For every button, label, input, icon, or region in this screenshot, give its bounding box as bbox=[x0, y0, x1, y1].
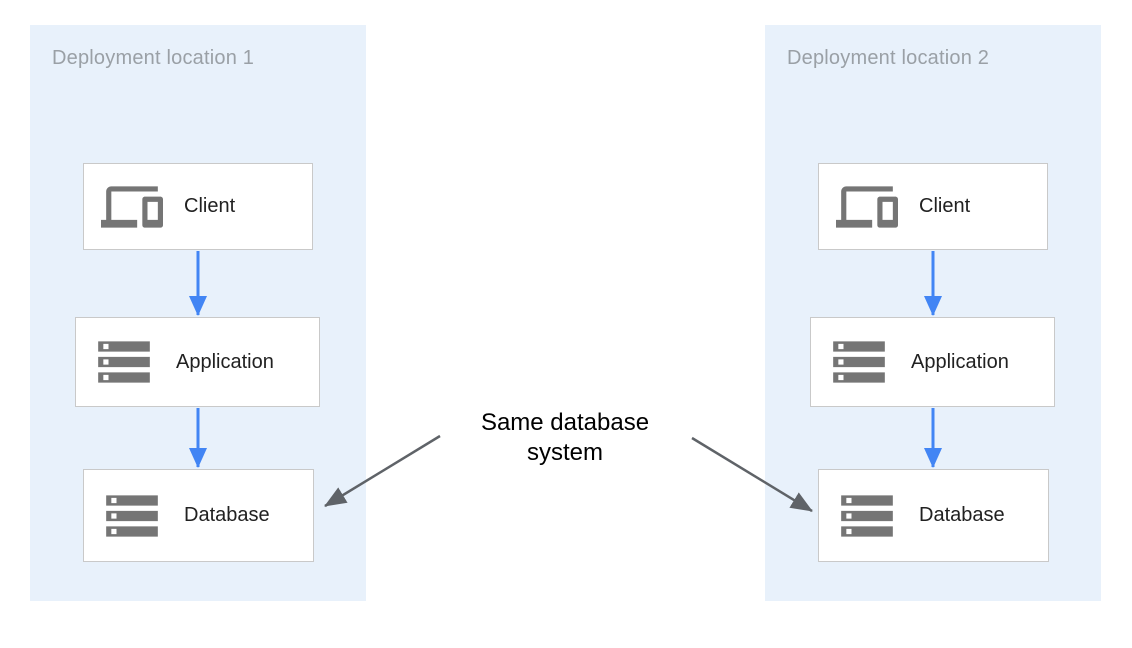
node-database: Database bbox=[83, 469, 314, 562]
node-label: Application bbox=[911, 350, 1009, 373]
storage-icon bbox=[836, 485, 898, 547]
node-label: Application bbox=[176, 350, 274, 373]
devices-icon bbox=[836, 176, 898, 238]
annotation-same-database-system: Same database system bbox=[480, 409, 650, 466]
node-client: Client bbox=[83, 163, 313, 250]
node-database: Database bbox=[818, 469, 1049, 562]
node-client: Client bbox=[818, 163, 1048, 250]
panel-title: Deployment location 1 bbox=[52, 47, 255, 69]
panel-title: Deployment location 2 bbox=[787, 47, 990, 69]
node-label: Database bbox=[184, 504, 270, 526]
node-label: Client bbox=[919, 195, 971, 217]
panel-deployment-location-2: Deployment location 2 Client Application… bbox=[765, 25, 1101, 601]
storage-icon bbox=[101, 485, 163, 547]
node-label: Client bbox=[184, 195, 236, 217]
node-application: Application bbox=[810, 317, 1055, 407]
devices-icon bbox=[101, 176, 163, 238]
storage-icon bbox=[828, 331, 890, 393]
node-label: Database bbox=[919, 504, 1005, 526]
storage-icon bbox=[93, 331, 155, 393]
node-application: Application bbox=[75, 317, 320, 407]
panel-deployment-location-1: Deployment location 1 Client Application… bbox=[30, 25, 366, 601]
